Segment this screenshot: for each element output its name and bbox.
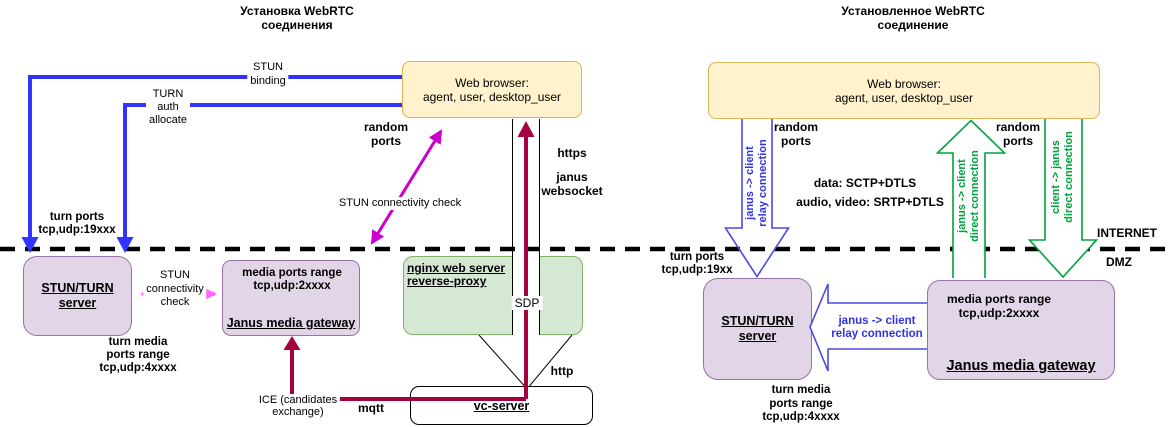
label-sdp: SDP [511, 296, 543, 310]
label-random-ports-right-2: random ports [995, 120, 1041, 148]
stun-turn-server-right-label: STUN/TURN server [721, 314, 794, 343]
label-turn-media-ports-left: turn media ports range tcp,udp:4xxxx [99, 336, 177, 374]
label-mqtt: mqtt [358, 401, 384, 415]
label-turn-ports-19xxx: turn ports tcp,udp:19xxx [38, 211, 116, 236]
label-relay-connection-vertical: janus -> client relay connection [744, 139, 769, 227]
janus-right-title: Janus media gateway [946, 358, 1096, 374]
janus-left-title: Janus media gateway [226, 316, 356, 330]
node-stun-turn-server-right: STUN/TURN server [703, 278, 812, 380]
label-ice-exchange: ICE (candidates exchange) [255, 394, 341, 418]
title-right: Установленное WebRTC соединение [841, 4, 985, 32]
node-web-browser-right: Web browser: agent, user, desktop_user [708, 62, 1100, 119]
sdp-arrow [517, 121, 535, 399]
label-stun-connectivity-horizontal: STUN connectivity check [143, 269, 207, 310]
node-nginx-reverse-proxy: nginx web server reverse-proxy [403, 256, 583, 335]
label-turn-media-ports-right: turn media ports range tcp,udp:4xxxx [762, 384, 840, 423]
web-browser-right-label: Web browser: agent, user, desktop_user [834, 76, 974, 105]
node-stun-turn-server-left: STUN/TURN server [23, 256, 132, 336]
label-direct-connection-up: janus -> client direct connection [956, 150, 981, 242]
relay-connection-left-arrow [809, 283, 927, 372]
mqtt-ice-arrow [283, 336, 526, 401]
vc-server-label: vc-server [473, 398, 530, 413]
node-web-browser-left: Web browser: agent, user, desktop_user [402, 61, 582, 118]
node-janus-gateway-right: media ports range tcp,udp:2xxxx Janus me… [927, 280, 1115, 380]
label-media-protocols: audio, video: SRTP+DTLS [796, 195, 944, 209]
label-direct-connection-down: client -> janus direct connection [1050, 131, 1075, 223]
label-random-ports-right-1: random ports [773, 120, 819, 148]
label-data-protocols: data: SCTP+DTLS [813, 176, 917, 190]
label-stun-binding: STUN binding [247, 60, 289, 88]
label-stun-connectivity-diagonal: STUN connectivity check [335, 197, 465, 210]
web-browser-left-label: Web browser: agent, user, desktop_user [422, 75, 562, 104]
label-internet-zone: INTERNET [1097, 226, 1157, 240]
turn-allocate-line [116, 103, 402, 253]
relay-connection-down-arrow [724, 119, 790, 278]
label-relay-connection-horizontal: janus -> client relay connection [831, 315, 923, 340]
node-janus-gateway-left: media ports range tcp,udp:2xxxx Janus me… [222, 260, 360, 336]
direct-connection-up-arrow [935, 119, 1007, 278]
label-https: https [557, 146, 587, 160]
nginx-label: nginx web server reverse-proxy [407, 261, 506, 288]
stun-turn-server-left-label: STUN/TURN server [41, 281, 114, 310]
label-random-ports-left: random ports [363, 120, 409, 148]
stun-connectivity-diagonal-arrow [370, 129, 443, 245]
label-dmz-zone: DMZ [1106, 255, 1132, 269]
node-vc-server: vc-server [410, 386, 593, 425]
label-http: http [550, 364, 574, 378]
janus-left-ports-label: media ports range tcp,udp:2xxxx [242, 267, 342, 292]
direct-connection-down-arrow [1027, 119, 1099, 279]
label-turn-ports-19xx: turn ports tcp,udp:19xx [661, 251, 733, 276]
label-janus-websocket: janus websocket [541, 170, 603, 198]
janus-right-ports-label: media ports range tcp,udp:2xxxx [946, 292, 1052, 320]
title-left: Установка WebRTC соединения [240, 4, 354, 32]
label-turn-auth-allocate: TURN auth allocate [146, 88, 190, 127]
